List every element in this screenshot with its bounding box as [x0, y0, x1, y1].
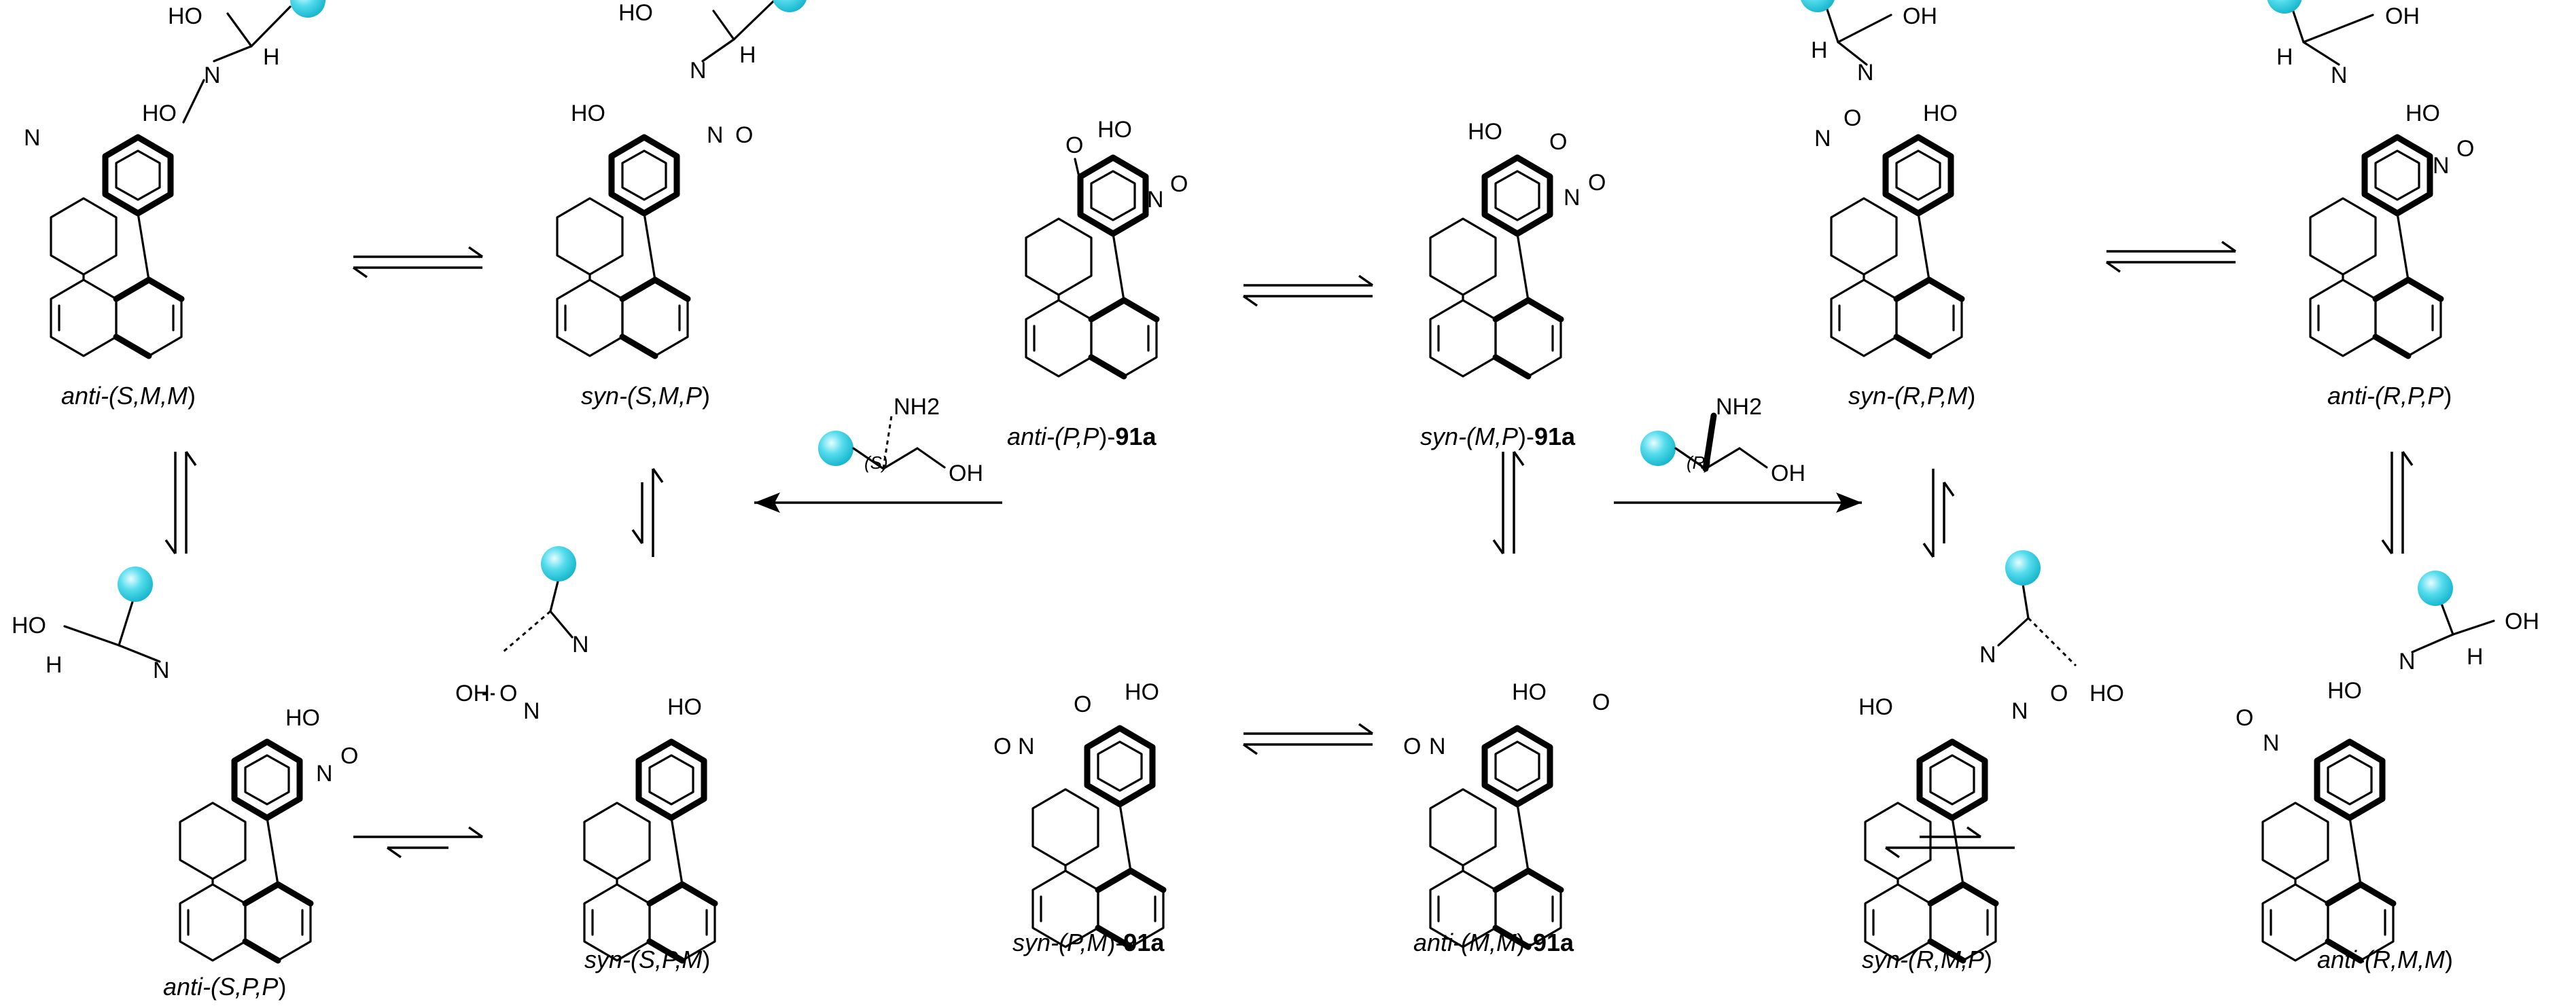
svg-text:H: H	[2467, 644, 2484, 670]
svg-text:HO: HO	[618, 0, 653, 26]
svg-text:(R): (R)	[1687, 452, 1711, 473]
compound-labels: anti-(S,M,M) syn-(S,M,P) anti-(P,P)-91a …	[61, 382, 2453, 1001]
svg-text:N: N	[690, 58, 707, 84]
molecule-c8: HO OH O N N	[455, 546, 715, 960]
molecule-c10: O N HO O	[1403, 679, 1610, 947]
svg-text:O: O	[993, 734, 1011, 759]
molecule-c9: O N O HO	[993, 679, 1163, 947]
label-c9: syn-(P,M)-91a	[1012, 929, 1165, 956]
svg-text:HO: HO	[2089, 681, 2124, 706]
svg-text:N: N	[1429, 734, 1446, 759]
svg-text:NH2: NH2	[894, 394, 940, 420]
label-c2: syn-(S,M,P)	[581, 382, 710, 410]
label-c12: anti-(R,M,M)	[2317, 946, 2453, 973]
svg-text:HO: HO	[1512, 679, 1547, 705]
molecule-c4: HO O N O	[1430, 119, 1606, 376]
svg-text:O: O	[2456, 136, 2474, 162]
svg-text:NH2: NH2	[1716, 394, 1762, 420]
molecule-c11: HO N N O HO	[1858, 550, 2124, 960]
reagent-s: NH2 (S) OH	[818, 394, 983, 486]
svg-text:O: O	[1588, 170, 1606, 196]
label-c8: syn-(S,P,M)	[584, 946, 710, 973]
molecule-c12: O N HO N H OH	[2236, 571, 2539, 960]
svg-text:O: O	[735, 122, 753, 148]
svg-text:O: O	[1403, 734, 1421, 759]
svg-text:H: H	[1811, 37, 1828, 63]
label-c5: syn-(R,P,M)	[1848, 382, 1975, 410]
svg-text:O: O	[1065, 132, 1083, 158]
molecule-c3: O HO N O	[1026, 117, 1188, 376]
equilibrium-arrows-h	[352, 240, 2237, 859]
svg-text:H: H	[46, 652, 63, 678]
reagent-r: NH2 (R) OH	[1640, 394, 1805, 486]
svg-text:HO: HO	[142, 101, 177, 126]
label-c4: syn-(M,P)-91a	[1420, 423, 1576, 450]
svg-text:OH: OH	[2505, 609, 2539, 634]
label-c7: anti-(S,P,P)	[163, 973, 286, 1001]
svg-text:HO: HO	[571, 101, 605, 126]
molecule-c7: HO N O HO H N	[12, 567, 358, 960]
svg-text:O: O	[1592, 689, 1610, 715]
svg-text:HO: HO	[1125, 679, 1159, 705]
svg-text:HO: HO	[285, 705, 320, 731]
equilibrium-arrows-v	[164, 450, 2414, 558]
reaction-arrow-right	[1614, 492, 1862, 513]
svg-text:O: O	[499, 681, 517, 706]
molecule-c6: HO N O N H OH	[2267, 0, 2474, 356]
svg-text:(S): (S)	[864, 452, 888, 473]
oxide-label: N	[24, 125, 41, 151]
svg-text:N: N	[1814, 126, 1831, 151]
svg-text:H: H	[263, 44, 280, 70]
svg-text:HO: HO	[1468, 119, 1502, 145]
svg-text:OH: OH	[2385, 3, 2420, 29]
svg-text:HO: HO	[2405, 101, 2440, 126]
label-c1: anti-(S,M,M)	[61, 382, 196, 410]
svg-text:N: N	[1018, 734, 1035, 759]
svg-text:H: H	[739, 42, 756, 68]
reaction-arrow-left	[754, 492, 1002, 513]
svg-text:N: N	[2433, 153, 2450, 179]
svg-text:HO: HO	[1097, 117, 1132, 143]
label-c3: anti-(P,P)-91a	[1007, 423, 1157, 450]
molecule-c5: N O HO N H OH	[1800, 0, 1962, 356]
svg-text:N: N	[316, 761, 333, 787]
svg-text:O: O	[340, 743, 358, 769]
svg-text:H: H	[2276, 44, 2293, 70]
svg-text:N: N	[707, 122, 724, 148]
label-c11: syn-(R,M,P)	[1862, 946, 1992, 973]
svg-text:N: N	[2011, 698, 2028, 724]
svg-text:N: N	[2263, 730, 2280, 756]
svg-text:O: O	[1170, 171, 1188, 197]
label-c6: anti-(R,P,P)	[2327, 382, 2452, 410]
svg-text:OH: OH	[1903, 3, 1937, 29]
svg-text:N: N	[1147, 187, 1164, 213]
svg-text:O: O	[2050, 681, 2068, 706]
svg-text:HO: HO	[1923, 101, 1958, 126]
svg-text:OH: OH	[1771, 461, 1805, 486]
svg-text:O: O	[2236, 705, 2253, 731]
svg-text:HO: HO	[667, 694, 702, 720]
molecule-c2: HO N N O HO H	[557, 0, 807, 356]
molecule-c1: N HO N HO H	[24, 0, 325, 356]
svg-text:HO: HO	[1858, 694, 1893, 720]
svg-text:N: N	[2331, 62, 2348, 88]
svg-text:N: N	[204, 62, 221, 88]
svg-text:O: O	[1549, 129, 1567, 155]
svg-text:N: N	[1564, 185, 1581, 211]
svg-text:N: N	[572, 632, 589, 658]
svg-text:HO: HO	[168, 3, 202, 29]
svg-text:O: O	[1843, 105, 1861, 131]
svg-text:N: N	[523, 698, 540, 724]
svg-text:N: N	[1979, 642, 1996, 668]
svg-text:O: O	[1074, 691, 1091, 717]
label-c10: anti-(M,M)-91a	[1413, 929, 1574, 956]
svg-text:HO: HO	[12, 613, 46, 639]
svg-text:N: N	[153, 658, 170, 683]
svg-text:OH: OH	[949, 461, 983, 486]
svg-text:HO: HO	[2327, 678, 2362, 704]
